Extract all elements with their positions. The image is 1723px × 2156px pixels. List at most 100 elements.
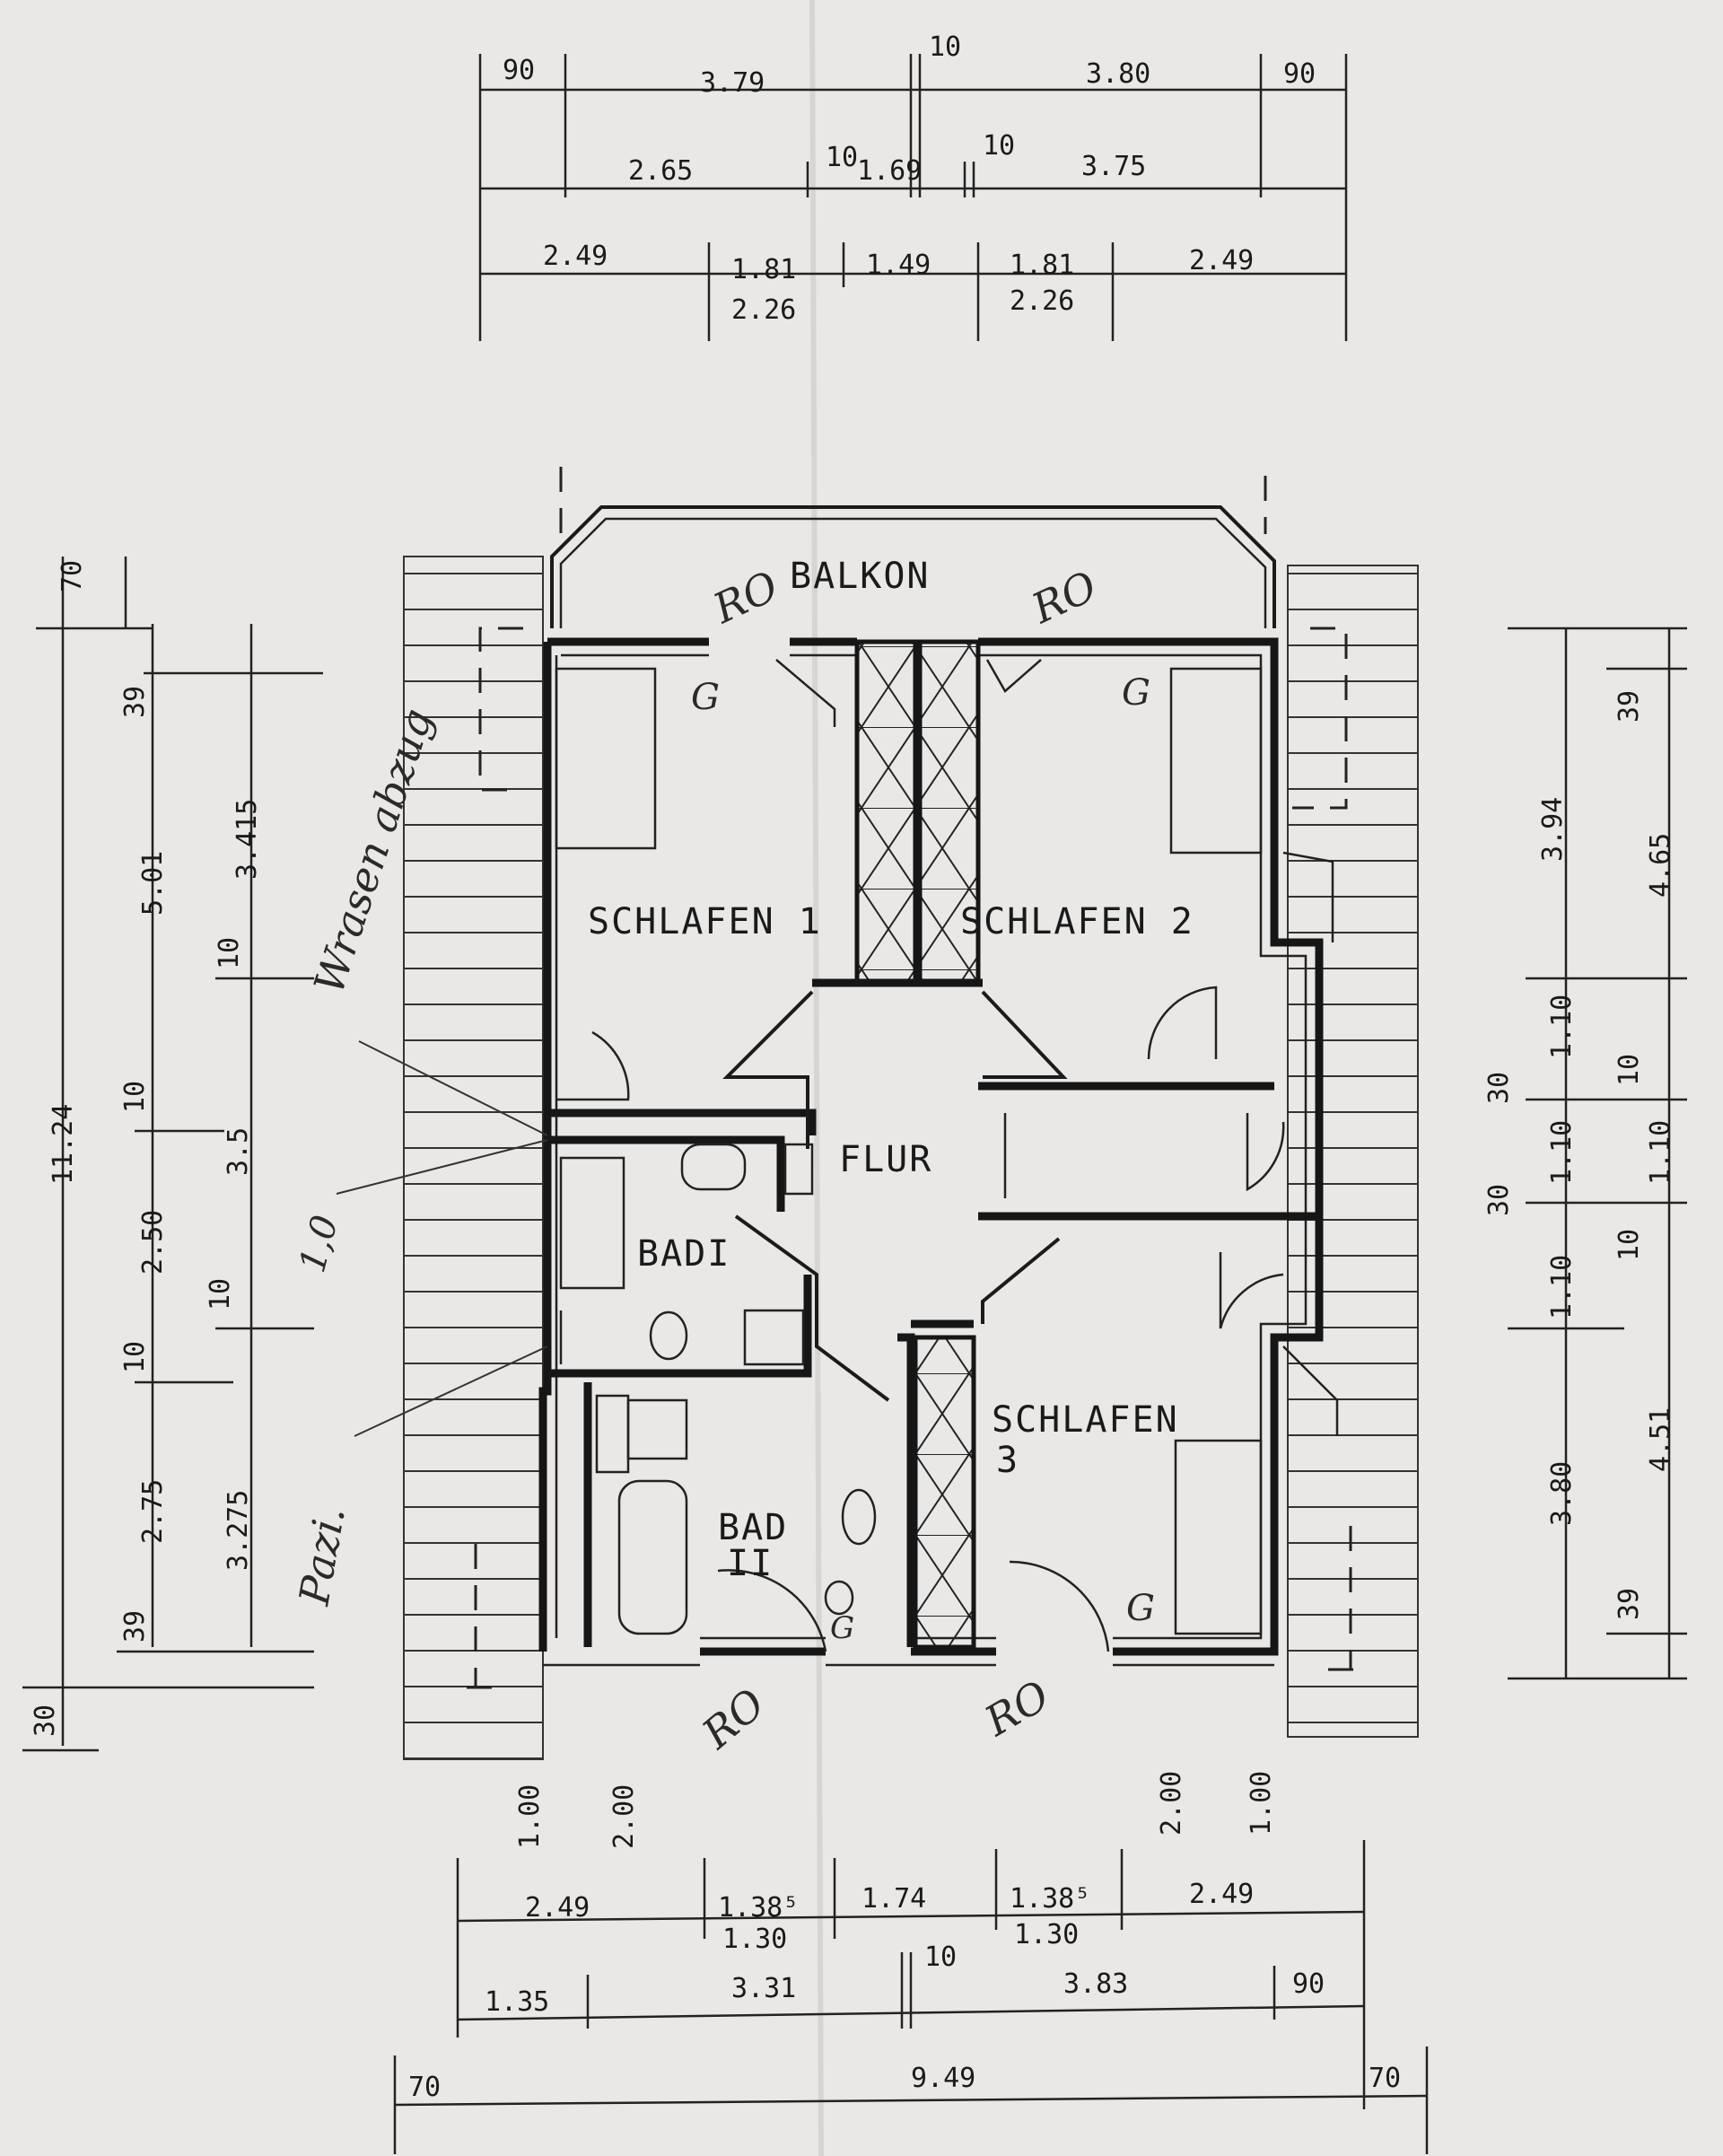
dim-bottom-90: 90 [1292,1968,1325,2000]
room-label-bad-1: BADI [637,1233,730,1275]
dim-left-39-top: 39 [119,686,151,718]
dim-right-1-10c: 1.10 [1546,1255,1578,1319]
dim-right-30a: 30 [1483,1072,1515,1104]
room-label-schlafen-1: SCHLAFEN 1 [588,901,822,942]
dim-top-1-49: 1.49 [866,250,931,281]
room-label-balkon: BALKON [790,556,931,597]
dim-left-11-24: 11.24 [48,1104,79,1185]
dim-bottom-3-83: 3.83 [1063,1968,1128,2000]
dim-right-10a: 10 [1614,1054,1645,1086]
dim-right-1-10d: 1.10 [1645,1120,1676,1185]
roof-hatch-right [1287,565,1419,1738]
height-note-1-00-left: 1.00 [514,1784,546,1849]
dim-bottom-1-30-left: 1.30 [722,1924,787,1955]
dim-right-30b: 30 [1483,1184,1515,1216]
dim-bottom-1-38-right: 1.38⁵ [1010,1883,1090,1915]
dim-left-39-bottom: 39 [119,1610,151,1643]
dim-top-3-80: 3.80 [1086,58,1150,90]
dim-bottom-1-35: 1.35 [485,1986,549,2018]
balcony-outline [550,505,1276,628]
dim-top-1-81-right: 1.81 [1010,250,1074,281]
exterior-walls [538,637,1324,1667]
door-swings [556,659,1339,1652]
roof-hatch-left [403,556,544,1760]
handwritten-note-lower-left: Pazi. [289,1503,354,1609]
dim-left-10a: 10 [119,1081,151,1113]
height-note-1-00-right: 1.00 [1246,1771,1277,1836]
dim-bottom-2-49-right: 2.49 [1189,1879,1254,1910]
dim-right-3-80: 3.80 [1546,1461,1578,1526]
room-label-flur: FLUR [839,1139,932,1180]
dim-bottom-1-38-left: 1.38⁵ [718,1892,799,1924]
dim-left-3-415: 3.415 [232,799,263,880]
furniture-outlines [555,667,1263,1635]
room-label-schlafen-3: SCHLAFEN [992,1399,1179,1441]
dim-bottom-2-49-left: 2.49 [525,1892,590,1924]
dim-top-10c: 10 [983,130,1015,162]
dim-top-2-65: 2.65 [628,155,693,187]
room-label-schlafen-2: SCHLAFEN 2 [960,901,1194,942]
dim-top-90-right: 90 [1283,58,1316,90]
dim-bottom-70-right: 70 [1369,2063,1401,2094]
dim-top-2-49-left: 2.49 [543,241,608,272]
dim-top-1-69: 1.69 [857,155,922,187]
top-dimension-chains [478,54,1348,341]
right-dimension-chains [1508,627,1687,1680]
dim-top-1-81-left: 1.81 [731,254,796,285]
dim-left-70: 70 [57,560,88,592]
dashed-overhang [467,467,1364,1689]
dim-right-39-bottom: 39 [1614,1588,1645,1620]
ro-mark-top-left: RO [705,561,785,633]
g-mark-schlafen-1: G [691,677,720,718]
dim-top-3-75: 3.75 [1081,151,1146,182]
g-mark-bad-2: G [830,1610,854,1646]
handwritten-note-mid-left: 1,0 [292,1211,346,1276]
handwritten-leader-lines [336,1040,548,1437]
dim-right-10b: 10 [1614,1229,1645,1261]
dim-left-2-75: 2.75 [137,1479,169,1544]
room-label-bad-2-number: II [727,1543,774,1584]
dim-top-10: 10 [929,31,961,63]
dim-right-3-94: 3.94 [1537,797,1569,862]
dim-left-30: 30 [30,1705,61,1737]
dim-right-1-10b: 1.10 [1546,1120,1578,1185]
dim-left-5-01: 5.01 [137,851,169,916]
dim-top-2-26-left: 2.26 [731,294,796,326]
ro-mark-top-right: RO [1024,561,1104,633]
dim-left-3-275: 3.275 [223,1490,254,1571]
dim-right-39-top: 39 [1614,690,1645,723]
room-label-schlafen-3-number: 3 [996,1440,1019,1481]
dim-bottom-1-30-right: 1.30 [1014,1919,1079,1950]
dim-left-2-50: 2.50 [137,1210,169,1275]
height-note-2-00-right: 2.00 [1156,1771,1187,1836]
dim-left-10c: 10 [214,937,245,969]
dim-top-2-49-right: 2.49 [1189,245,1254,276]
ro-mark-bottom-right: RO [976,1671,1058,1746]
dim-bottom-70-left: 70 [408,2072,441,2103]
dim-left-10b: 10 [119,1341,151,1373]
room-label-bad-2: BAD [718,1507,788,1548]
g-mark-schlafen-2: G [1122,672,1150,714]
dim-top-10b: 10 [826,142,858,173]
flur-stair-symbol [722,990,1068,1402]
height-note-2-00-left: 2.00 [608,1784,640,1849]
dim-top-90-left: 90 [503,55,535,86]
g-mark-schlafen-3: G [1126,1588,1155,1629]
dim-left-3-5: 3.5 [223,1127,254,1176]
ro-mark-bottom-left: RO [693,1679,774,1759]
dim-bottom-10: 10 [924,1941,957,1973]
dim-bottom-9-49: 9.49 [911,2063,975,2094]
dim-bottom-3-31: 3.31 [731,1973,796,2004]
bottom-dimension-chains [393,1840,1429,2154]
dim-bottom-1-74: 1.74 [862,1883,926,1915]
dim-right-1-10a: 1.10 [1546,995,1578,1059]
dim-right-4-65: 4.65 [1645,833,1676,898]
dim-left-10d: 10 [205,1278,236,1310]
dim-right-4-51: 4.51 [1645,1407,1676,1472]
dim-top-2-26-right: 2.26 [1010,285,1074,317]
left-dimension-chains [22,557,323,1752]
paper-fold [809,0,824,2156]
dim-top-3-79: 3.79 [700,67,765,99]
interior-walls [547,639,1319,1650]
